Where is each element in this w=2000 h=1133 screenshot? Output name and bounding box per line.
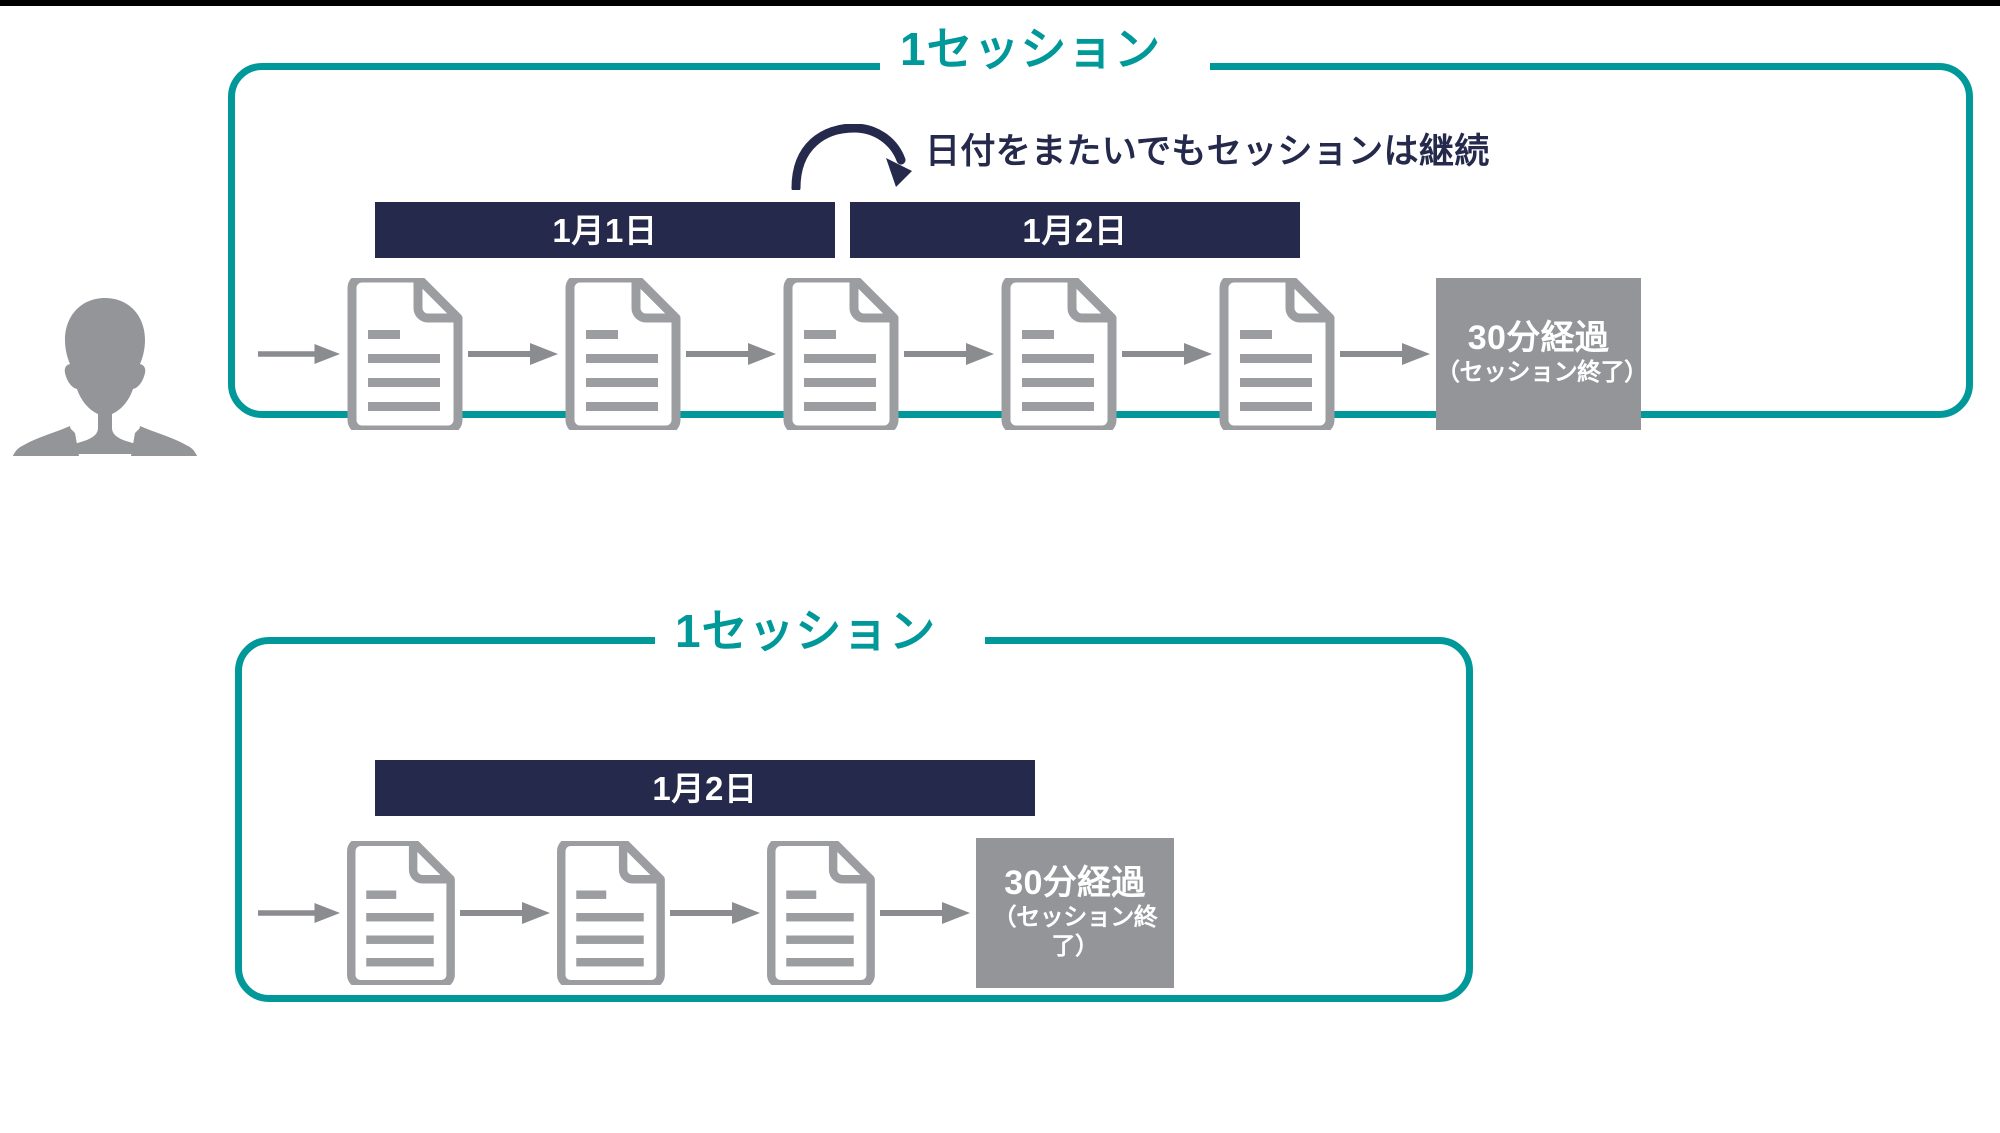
page-flow-top: 30分経過 （セッション終了） xyxy=(258,278,1648,430)
title-gap-mask-top xyxy=(880,54,1210,74)
curved-arrow-icon xyxy=(790,123,920,193)
session-end-sub-label: （セッション終了） xyxy=(1436,359,1648,387)
document-page-icon xyxy=(1219,278,1335,430)
document-page-icon xyxy=(565,278,681,430)
document-page-icon xyxy=(767,841,875,985)
top-black-strip xyxy=(0,0,2000,6)
document-page-icon xyxy=(347,278,463,430)
document-page-icon xyxy=(783,278,899,430)
session-end-main-label: 30分経過 xyxy=(1467,318,1610,357)
right-arrow-icon xyxy=(258,343,340,365)
document-page-icon xyxy=(557,841,665,985)
document-page-icon xyxy=(1001,278,1117,430)
right-arrow-icon xyxy=(258,902,340,924)
date-bar-jan2-bottom: 1月2日 xyxy=(375,760,1035,816)
right-arrow-icon xyxy=(880,902,970,924)
session-title-bottom: 1セッション xyxy=(675,605,937,657)
document-page-icon xyxy=(347,841,455,985)
date-bar-jan1: 1月1日 xyxy=(375,202,835,258)
session-end-box-bottom: 30分経過 （セッション終了） xyxy=(976,838,1174,988)
session-end-main-label: 30分経過 xyxy=(1004,863,1146,902)
annotation-text: 日付をまたいでもセッションは継続 xyxy=(925,132,1490,171)
session-title-top: 1セッション xyxy=(900,23,1162,75)
person-silhouette-icon xyxy=(12,296,198,460)
session-end-sub-label: （セッション終了） xyxy=(992,903,1158,960)
title-gap-mask-bottom xyxy=(655,628,985,648)
right-arrow-icon xyxy=(460,902,550,924)
right-arrow-icon xyxy=(670,902,760,924)
right-arrow-icon xyxy=(686,343,776,365)
date-bar-jan2-top: 1月2日 xyxy=(850,202,1300,258)
right-arrow-icon xyxy=(904,343,994,365)
session-end-box-top: 30分経過 （セッション終了） xyxy=(1436,278,1648,430)
page-flow-bottom: 30分経過 （セッション終了） xyxy=(258,838,1174,988)
right-arrow-icon xyxy=(1340,343,1430,365)
right-arrow-icon xyxy=(1122,343,1212,365)
right-arrow-icon xyxy=(468,343,558,365)
